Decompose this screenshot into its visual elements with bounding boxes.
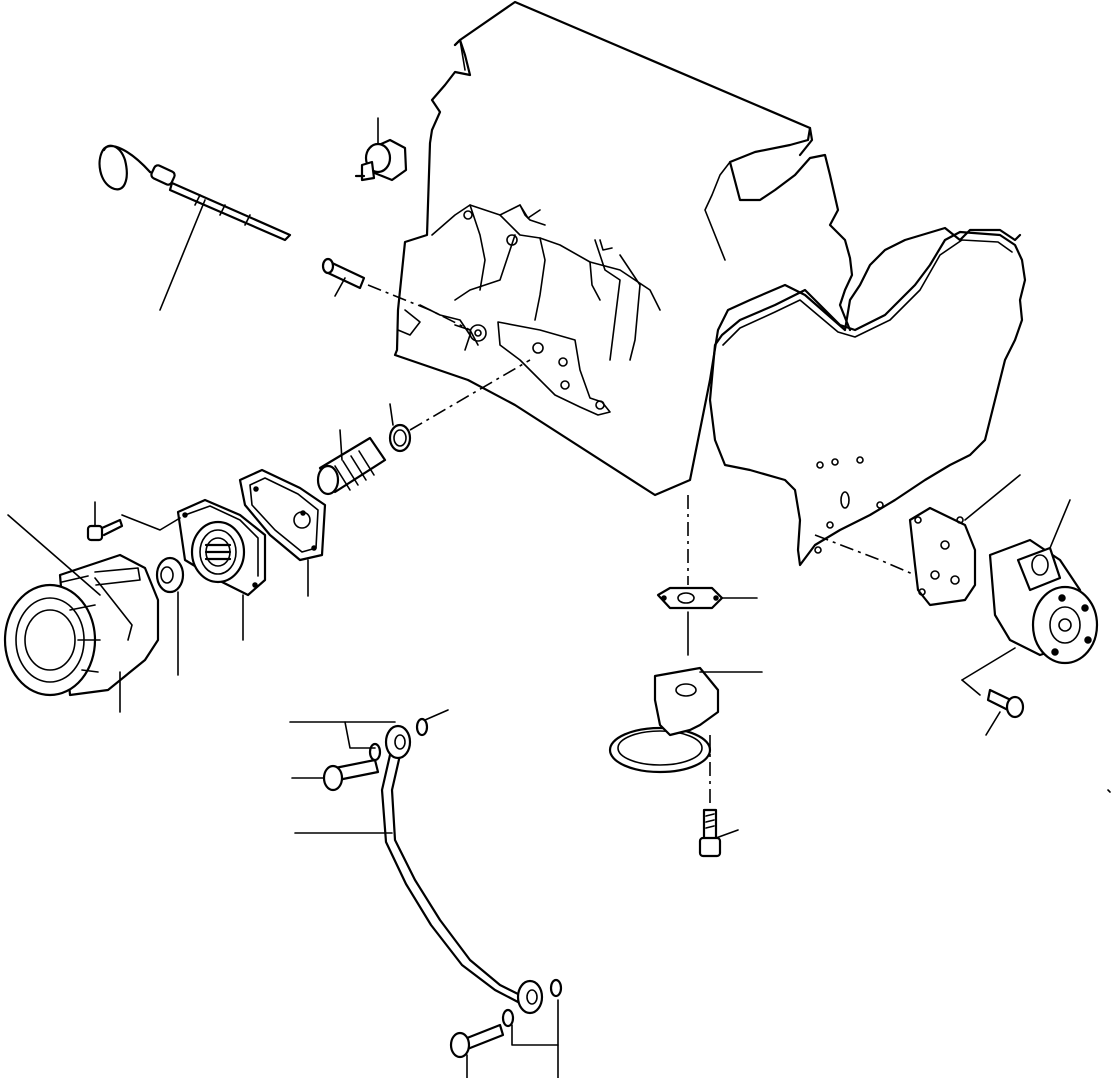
- filter-head-gasket: [238, 468, 327, 597]
- pipe-gasket: [289, 709, 1111, 1078]
- oil-filter: [3, 514, 160, 713]
- pump-bolt: [961, 647, 1025, 736]
- strainer-bolt: [698, 735, 739, 858]
- relief-valve: [316, 359, 531, 496]
- engine-block: [393, 0, 1022, 497]
- oil-pipe: [294, 724, 544, 1015]
- pipe-eye-bolt: [291, 758, 505, 1078]
- filter-bolt: [86, 501, 181, 542]
- oil-dipstick: [98, 144, 292, 311]
- dowel-pin: [321, 257, 471, 331]
- o-ring: [388, 403, 412, 453]
- oil-filter-head: [176, 498, 267, 641]
- timing-cover: [708, 230, 1027, 567]
- oil-pressure-switch: [354, 117, 408, 182]
- strainer-gasket: [656, 495, 758, 656]
- oil-pump-gasket: [814, 474, 1021, 607]
- oil-strainer: [608, 666, 763, 774]
- oil-pump: [988, 499, 1099, 665]
- nipple: [155, 556, 185, 676]
